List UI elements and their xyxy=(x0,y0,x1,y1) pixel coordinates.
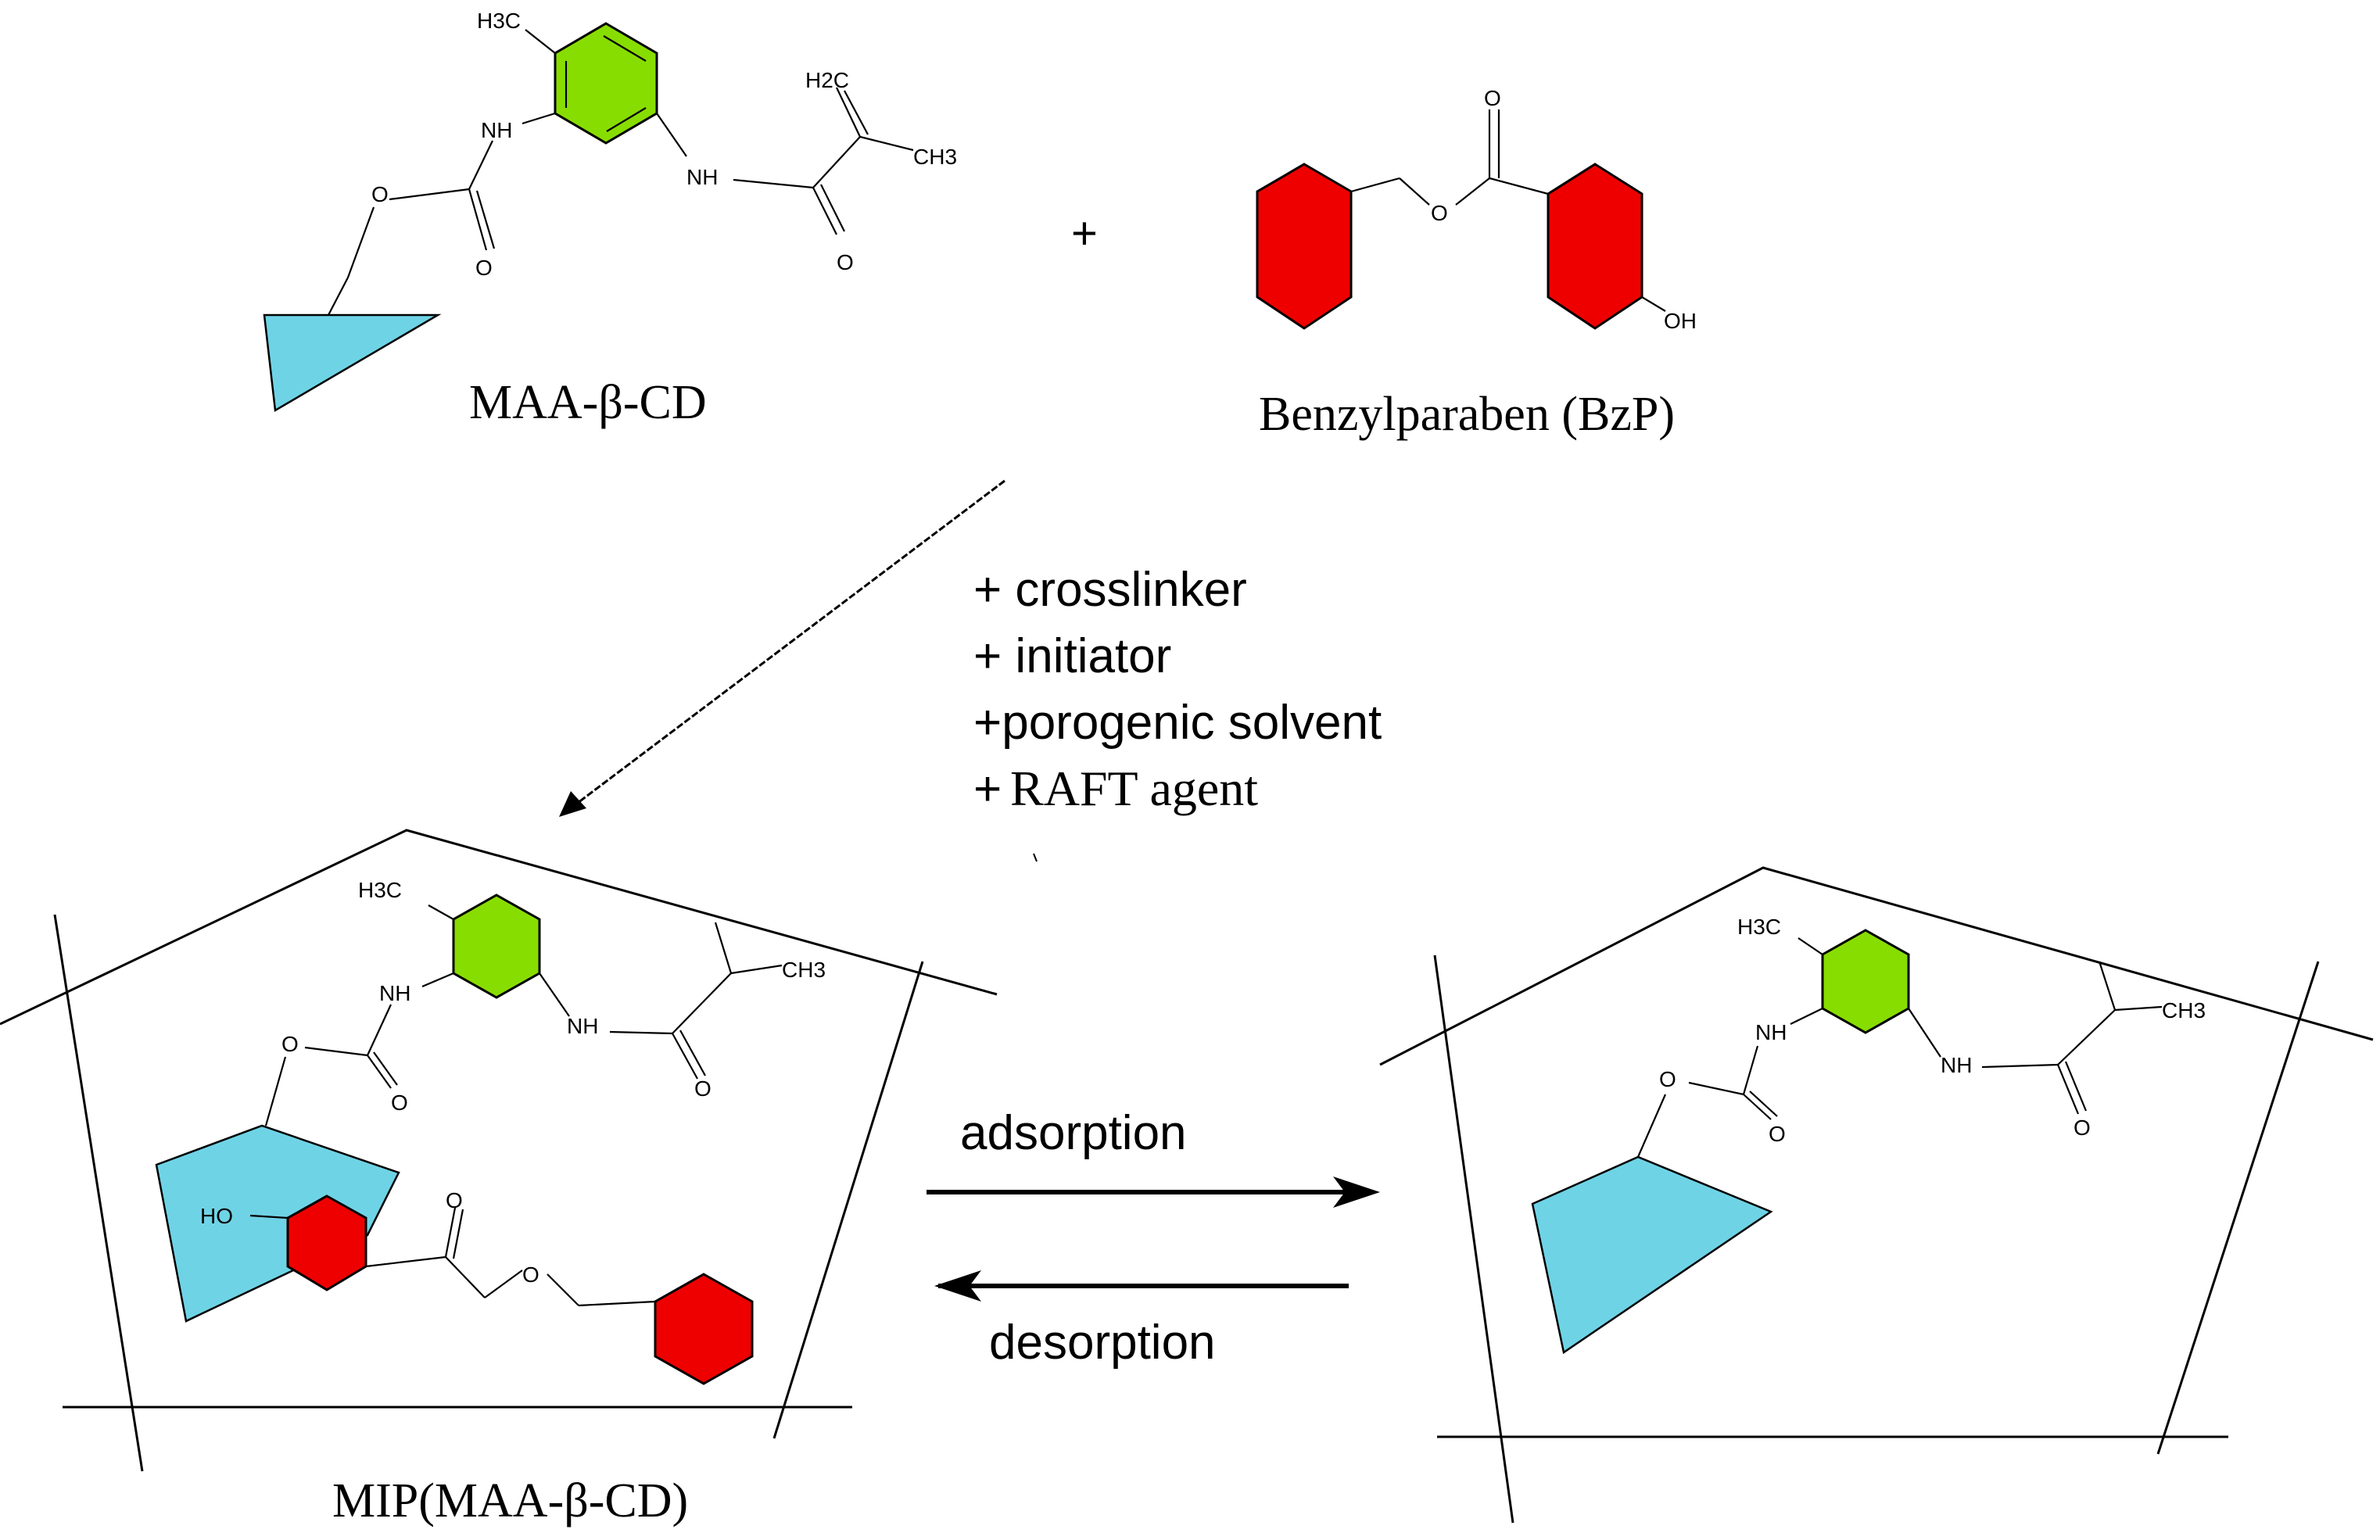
polymerization-arrow xyxy=(559,479,1005,817)
reagent-raft-agent: RAFT agent xyxy=(1010,761,1258,816)
reagent-crosslinker: + crosslinker xyxy=(973,563,1247,617)
h3c-label: H3C xyxy=(477,9,521,33)
polymer-frame-top xyxy=(0,829,998,1026)
equilibrium-arrows: adsorption desorption xyxy=(927,1106,1380,1370)
template-ester-o-label: O xyxy=(1431,201,1448,225)
mip-keto-o-label: O xyxy=(446,1188,463,1212)
benzyl-ring xyxy=(1256,163,1353,330)
ester-o-label: O xyxy=(371,182,389,206)
cavity-ester-o-label: O xyxy=(1659,1067,1676,1091)
cavity-ch3-label: CH3 xyxy=(2162,998,2206,1022)
reagent-porogenic-solvent: +porogenic solvent xyxy=(973,696,1382,750)
template-name: Benzylparaben (BzP) xyxy=(1259,388,1675,441)
desorption-arrowhead xyxy=(934,1270,981,1302)
template-carbonyl-o-label: O xyxy=(1484,86,1501,110)
cavity-amide-o-label: O xyxy=(2074,1116,2091,1140)
mip-hydroxyl-label: HO xyxy=(200,1204,233,1228)
cavity-nh-right-label: NH xyxy=(1941,1053,1972,1077)
reagent-raft-plus: + xyxy=(973,762,1002,816)
monomer-inner-bonds xyxy=(603,35,647,62)
hydroxyl-label: OH xyxy=(1664,309,1697,333)
tolyl-ring xyxy=(554,22,658,145)
mip-h3c-label: H3C xyxy=(358,878,402,902)
mip-amide-o-label: O xyxy=(694,1076,711,1101)
mip-empty-cavity: H3C NH NH CH3 O O O xyxy=(1379,866,2374,1524)
h2c-label: H2C xyxy=(805,68,849,92)
adsorption-label: adsorption xyxy=(960,1106,1187,1160)
mip-ch3-label: CH3 xyxy=(782,958,826,982)
paraben-ring xyxy=(1547,163,1643,330)
cavity-frame-top xyxy=(1379,866,2374,1066)
mip-carbonyl-o-label: O xyxy=(391,1091,408,1115)
monomer-structure: H3C NH NH O O O H2C CH3 MAA-β-CD xyxy=(263,9,957,429)
mip-benzyl-ring xyxy=(654,1273,754,1385)
mip-bound-complex: H3C NH NH CH3 O O O HO O O MIP(MAA-β-CD) xyxy=(0,829,998,1527)
mip-nh-right-label: NH xyxy=(567,1014,598,1038)
carbonyl-o-label: O xyxy=(475,256,493,280)
ch3-label: CH3 xyxy=(913,145,957,169)
reagent-initiator: + initiator xyxy=(973,629,1171,683)
cavity-h3c-label: H3C xyxy=(1737,915,1781,939)
mip-tolyl-ring xyxy=(452,894,541,999)
mip-paraben-ring xyxy=(286,1194,367,1291)
mip-ether-o-label: O xyxy=(522,1262,539,1287)
nh-right-label: NH xyxy=(686,165,718,189)
nh-left-label: NH xyxy=(481,118,512,142)
plus-sign: + xyxy=(1071,208,1098,259)
cavity-carbonyl-o-label: O xyxy=(1769,1122,1786,1146)
cavity-nh-left-label: NH xyxy=(1755,1020,1787,1044)
template-structure: O O OH Benzylparaben (BzP) xyxy=(1256,86,1697,441)
cavity-tolyl-ring xyxy=(1821,929,1910,1034)
adsorption-arrowhead xyxy=(1333,1176,1380,1208)
desorption-label: desorption xyxy=(989,1316,1216,1370)
mip-name: MIP(MAA-β-CD) xyxy=(332,1474,688,1527)
mip-cyclodextrin-shape xyxy=(155,1124,400,1323)
cyclodextrin-shape xyxy=(263,313,442,413)
mip-ester-o-label: O xyxy=(281,1032,299,1056)
amide-o-label: O xyxy=(837,250,854,274)
cavity-cyclodextrin-shape xyxy=(1531,1155,1773,1355)
monomer-name: MAA-β-CD xyxy=(469,376,707,429)
mip-nh-left-label: NH xyxy=(379,981,410,1005)
